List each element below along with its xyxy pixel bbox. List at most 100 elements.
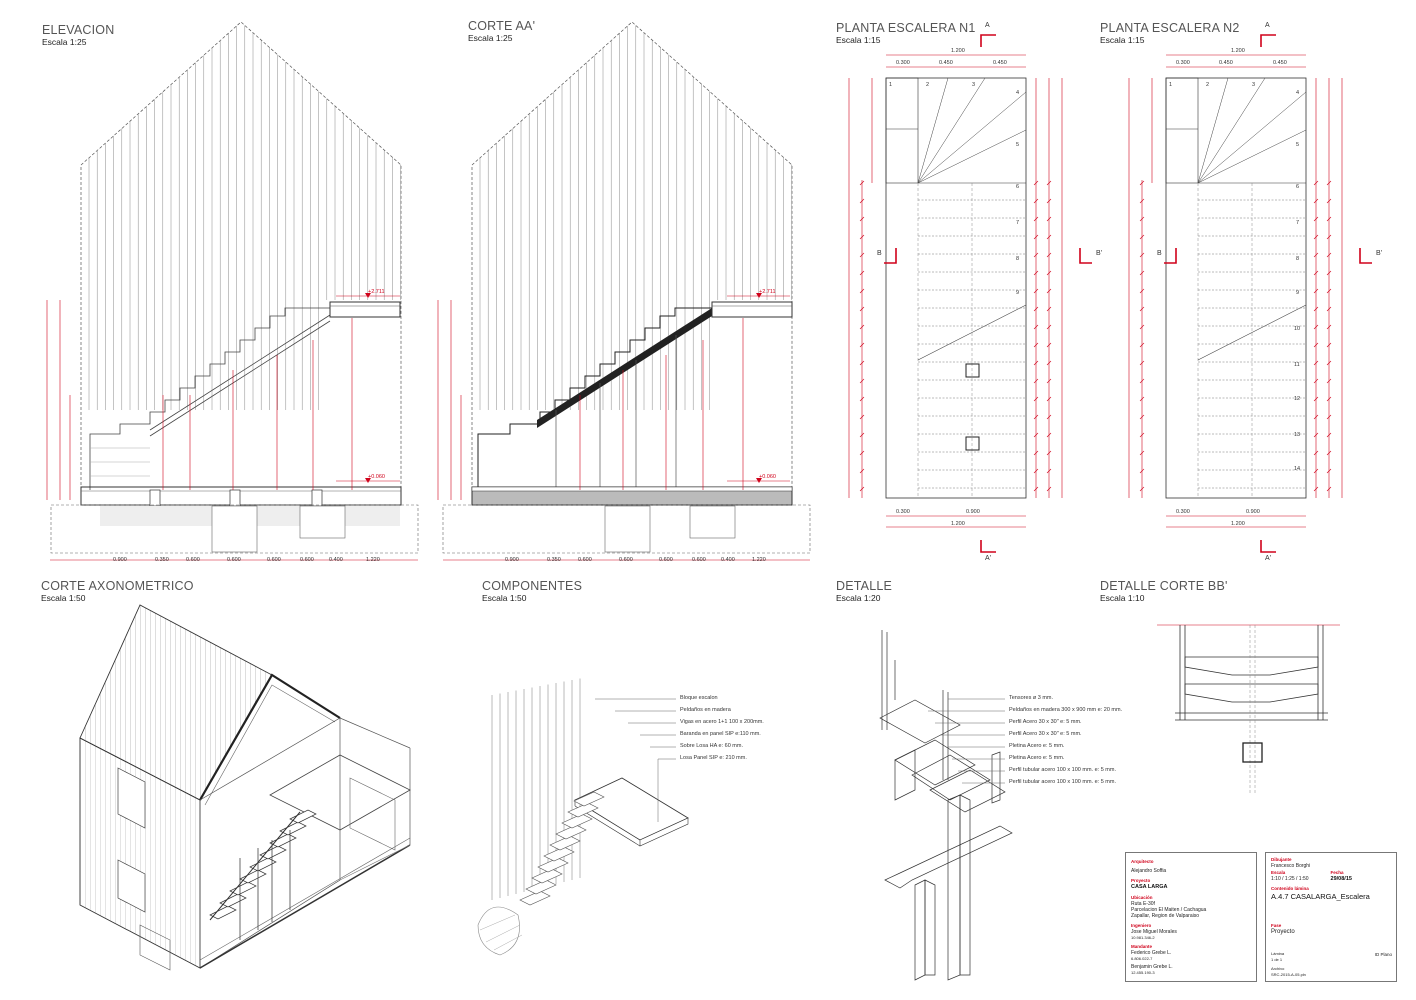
- tb-value: Benjamin Grebe L.: [1131, 964, 1173, 970]
- detail-bb-drawing: [1157, 624, 1340, 795]
- drawing-line: [859, 468, 865, 474]
- stair-tread: [531, 868, 563, 884]
- drawing-line: [1139, 396, 1145, 402]
- drawing-line: [1139, 198, 1145, 204]
- stair-tread: [259, 845, 287, 860]
- detail-drawing: [879, 630, 1013, 981]
- tb-value: 29/08/15: [1330, 876, 1352, 882]
- component-label: Losa Panel SIP e: 210 mm.: [680, 755, 747, 761]
- view-title: PLANTA ESCALERA N1: [836, 21, 976, 35]
- detail-label: Pletina Acero e: 5 mm.: [1009, 743, 1065, 749]
- drawing-line: [1139, 414, 1145, 420]
- tb-value: CASA LARGA: [1131, 884, 1168, 890]
- tb-value: Parcelacion El Maiten / Cachagua: [1131, 907, 1207, 913]
- step-number: 1: [1169, 82, 1173, 88]
- drawing-line: [1046, 468, 1052, 474]
- drawing-line: [1033, 450, 1039, 456]
- step-number: 4: [1296, 90, 1300, 96]
- drawing-line: [1313, 198, 1319, 204]
- drawing-line: [859, 288, 865, 294]
- step-number: 3: [972, 82, 976, 88]
- drawing-line: [859, 306, 865, 312]
- drawing-line: [1033, 342, 1039, 348]
- view-scale: Escala 1:50: [482, 593, 527, 603]
- dim: 0.900: [1246, 509, 1260, 515]
- drawing-line: [1313, 468, 1319, 474]
- drawing-line: [1326, 252, 1332, 258]
- drawing-line: [1139, 450, 1145, 456]
- drawing-line: [1326, 180, 1332, 186]
- tb-value: 6.806.022-7: [1131, 956, 1153, 961]
- drawing-line: [1046, 216, 1052, 222]
- view-scale: Escala 1:25: [468, 33, 513, 43]
- step-number: 10: [1294, 326, 1301, 332]
- drawing-line: [1033, 468, 1039, 474]
- tb-label: Ingeniero: [1131, 923, 1152, 928]
- dim: 0.300: [896, 60, 910, 66]
- drawing-line: [1033, 486, 1039, 492]
- drawing-line: [1046, 360, 1052, 366]
- detail-label: Peldaños en madera 300 x 900 mm e: 20 mm…: [1009, 707, 1123, 713]
- drawing-line: [1033, 306, 1039, 312]
- dim: 0.400: [721, 557, 735, 563]
- component-label: Peldaños en madera: [680, 707, 731, 713]
- dim: 1.220: [366, 557, 380, 563]
- drawing-line: [1313, 324, 1319, 330]
- detail-label: Perfil Acero 30 x 30" e: 5 mm.: [1009, 731, 1082, 737]
- drawing-line: [859, 234, 865, 240]
- drawing-line: [1326, 468, 1332, 474]
- level-top-corte: +2.711: [759, 289, 776, 295]
- step-number: 2: [926, 82, 930, 88]
- drawing-line: [1326, 324, 1332, 330]
- tb-value: SRC-2015-A-05.pln: [1271, 972, 1306, 977]
- drawing-line: [1046, 270, 1052, 276]
- components-drawing: [477, 678, 689, 956]
- drawing-line: [859, 324, 865, 330]
- tb-value: Ruta E-30f: [1131, 901, 1155, 907]
- tb-label: Contenido lámina: [1271, 886, 1309, 891]
- dim: 0.900: [113, 557, 127, 563]
- view-title: COMPONENTES: [482, 579, 583, 593]
- view-title-detalle: DETALLE Escala 1:20: [836, 580, 892, 604]
- drawing-line: [1326, 288, 1332, 294]
- dim: 0.900: [505, 557, 519, 563]
- drawing-line: [859, 216, 865, 222]
- view-scale: Escala 1:15: [1100, 35, 1145, 45]
- stair-tread: [573, 791, 605, 807]
- drawing-line: [1139, 486, 1145, 492]
- view-scale: Escala 1:25: [42, 37, 87, 47]
- tb-value: Proyecto: [1271, 929, 1295, 935]
- dim: 1.200: [1231, 48, 1245, 54]
- tb-value: Federico Grebe L.: [1131, 950, 1172, 956]
- step-number: 9: [1296, 290, 1300, 296]
- drawing-line: [859, 270, 865, 276]
- drawing-line: [1139, 324, 1145, 330]
- tb-value: Zapallar, Region de Valparaiso: [1131, 913, 1200, 919]
- dim: 0.450: [939, 60, 953, 66]
- tb-value: 12.455.190-3: [1131, 970, 1155, 975]
- step-number: 7: [1016, 220, 1020, 226]
- drawing-line: [1313, 450, 1319, 456]
- drawing-line: [1326, 306, 1332, 312]
- drawing-line: [1326, 414, 1332, 420]
- stair-tread: [555, 824, 587, 840]
- view-scale: Escala 1:20: [836, 593, 881, 603]
- drawing-line: [1326, 198, 1332, 204]
- drawing-line: [1033, 324, 1039, 330]
- section-mark-b-prime-n2: B': [1376, 250, 1383, 257]
- plan-n1-drawing: [848, 34, 1092, 553]
- drawing-line: [1046, 324, 1052, 330]
- stair-tread: [537, 857, 569, 873]
- section-mark-a-prime-n2: A': [1265, 555, 1272, 562]
- dim: 0.900: [966, 509, 980, 515]
- elevation-drawing: [46, 21, 419, 561]
- dim: 0.600: [300, 557, 314, 563]
- dim: 1.200: [951, 521, 965, 527]
- view-title: CORTE AA': [468, 19, 536, 33]
- drawing-line: [1326, 234, 1332, 240]
- drawing-line: [1326, 396, 1332, 402]
- drawing-line: [1033, 270, 1039, 276]
- dim: 1.200: [1231, 521, 1245, 527]
- plan-n2-drawing: [1128, 34, 1372, 553]
- drawing-line: [1046, 432, 1052, 438]
